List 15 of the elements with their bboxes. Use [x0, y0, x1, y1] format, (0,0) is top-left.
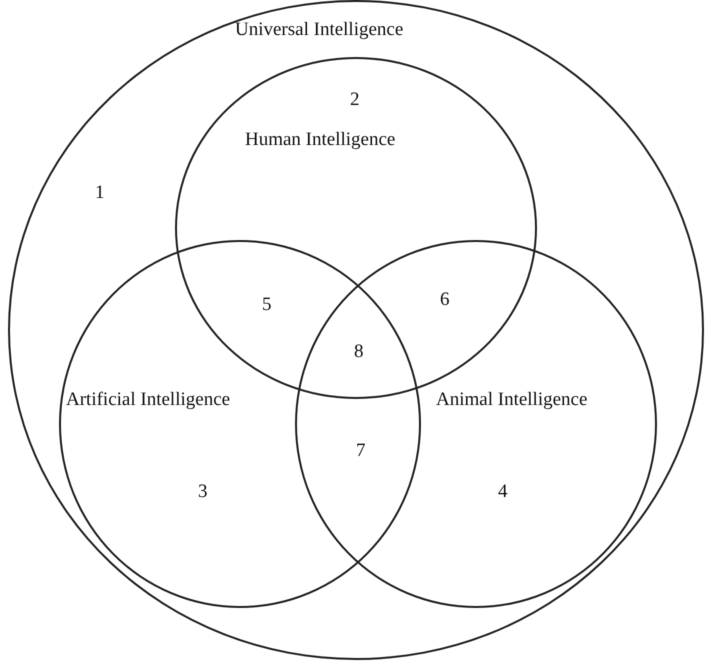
venn-circle [295, 240, 657, 608]
region-number: 2 [350, 90, 360, 111]
set-label: Animal Intelligence [436, 390, 588, 411]
region-number: 1 [95, 183, 104, 204]
region-number: 4 [498, 482, 508, 503]
region-number: 3 [198, 482, 208, 503]
set-label: Human Intelligence [245, 130, 396, 151]
set-label: Universal Intelligence [235, 20, 404, 41]
venn-circle [8, 0, 704, 660]
region-number: 5 [262, 295, 272, 316]
set-label: Artificial Intelligence [66, 390, 230, 411]
venn-circle [59, 240, 421, 608]
region-number: 8 [354, 342, 364, 363]
region-number: 6 [440, 290, 450, 311]
region-number: 7 [356, 441, 366, 462]
